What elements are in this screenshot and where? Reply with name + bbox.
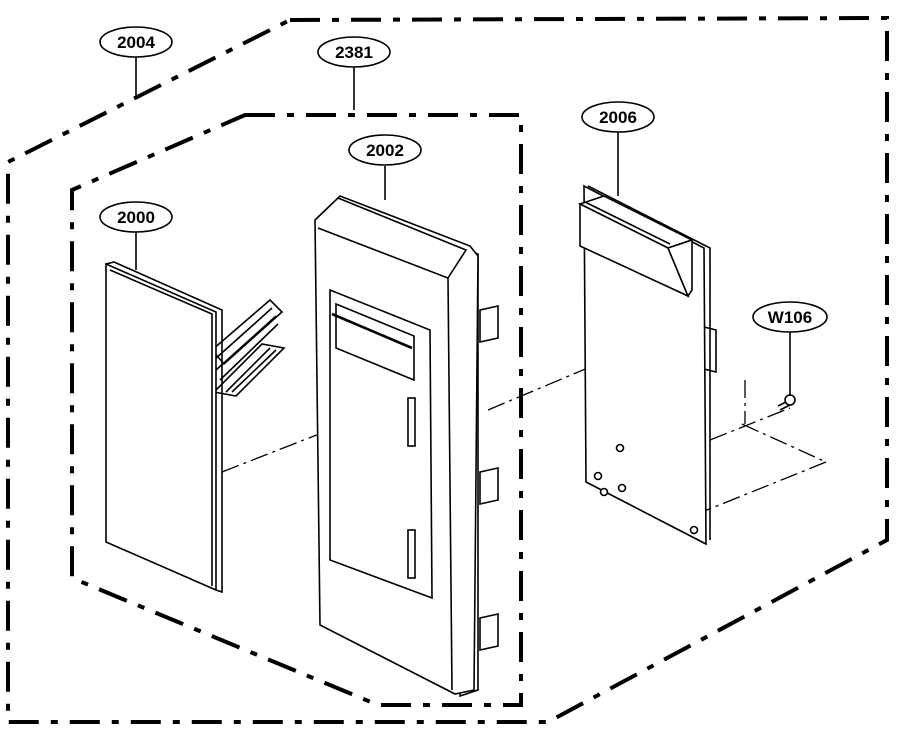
callout-2004-label: 2004: [117, 33, 155, 52]
callout-2002: 2002: [348, 134, 422, 166]
callout-2000: 2000: [99, 201, 173, 233]
callout-2006: 2006: [581, 101, 655, 133]
leader-lines: [135, 57, 791, 396]
pcb-assembly-part: [577, 184, 717, 546]
alignment-lines: [221, 345, 827, 513]
membrane-switch-part: [105, 261, 286, 594]
assembly-inner-boundary: [70, 113, 523, 707]
callout-w106: W106: [752, 301, 828, 333]
callout-2381: 2381: [317, 36, 391, 68]
callout-2000-label: 2000: [117, 208, 155, 227]
callout-2381-label: 2381: [335, 43, 373, 62]
callout-2006-label: 2006: [599, 108, 637, 127]
callout-2004: 2004: [99, 26, 173, 58]
callout-w106-label: W106: [768, 308, 812, 327]
assembly-outer-boundary: [6, 15, 889, 724]
control-panel-part: [314, 195, 499, 698]
callout-2002-label: 2002: [366, 141, 404, 160]
screw-part: [777, 394, 796, 411]
